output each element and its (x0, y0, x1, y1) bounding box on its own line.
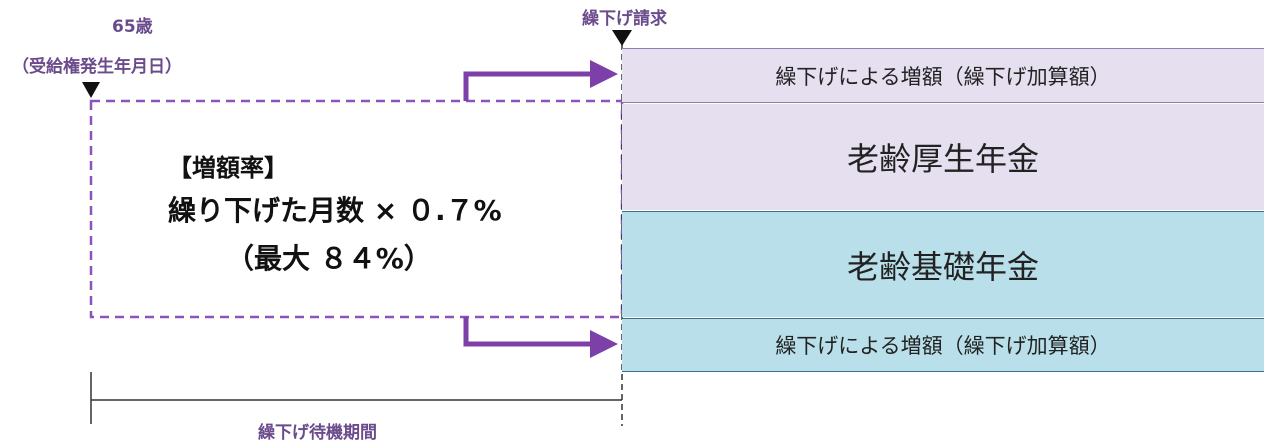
increase-rate-max: （最大 ８４%） (226, 242, 432, 275)
top-arrow (463, 71, 594, 101)
bottom-increase-bar: 繰下げによる増額（繰下げ加算額） (622, 318, 1264, 372)
claim-label: 繰下げ請求 (582, 9, 667, 29)
employees-pension-bar: 老齢厚生年金 (622, 104, 1264, 210)
basic-pension-bar: 老齢基礎年金 (622, 211, 1264, 317)
age-65-marker (82, 82, 100, 98)
claim-marker (612, 30, 632, 46)
top-increase-bar: 繰下げによる増額（繰下げ加算額） (622, 48, 1264, 103)
top-arrow-head (590, 60, 618, 88)
bottom-arrow (463, 317, 594, 347)
bottom-arrow-head (590, 330, 618, 358)
increase-rate-title: 【増額率】 (168, 154, 288, 182)
entitlement-date-label: （受給権発生年月日） (12, 57, 182, 77)
age-label: 65歳 (112, 17, 153, 37)
waiting-period-label: 繰下げ待機期間 (258, 423, 377, 443)
increase-rate-text: 【増額率】 繰り下げた月数 × ０.７% （最大 ８４%） (168, 148, 502, 277)
increase-rate-formula: 繰り下げた月数 × ０.７% (168, 194, 502, 227)
